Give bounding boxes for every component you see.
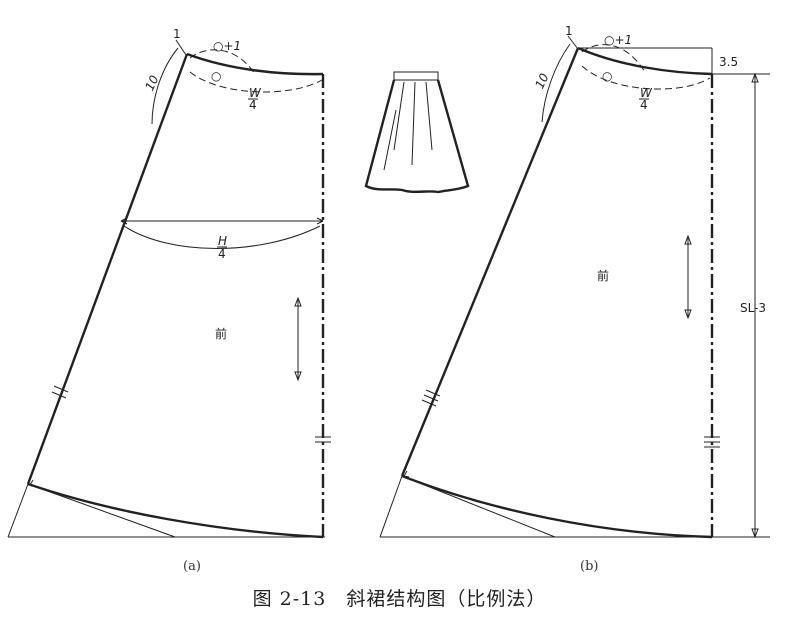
hem-slope-label: 1 [565, 24, 573, 38]
hip-measure-arc [123, 225, 321, 249]
panel-b: 1 10 ○+1 ○ W 4 3.5 SL-3 前 (b) [379, 24, 770, 574]
waist-fraction-num: W [640, 86, 653, 100]
waist-circle-small: ○ [602, 69, 612, 83]
guide-line [379, 475, 403, 538]
hem-curve [401, 474, 713, 539]
waist-fraction-num: W [249, 86, 262, 100]
side-length-arc [541, 43, 571, 123]
side-length-label: 10 [142, 73, 161, 93]
length-label: SL-3 [740, 301, 766, 315]
hem-curve [27, 482, 324, 539]
hip-fraction-den: 4 [218, 247, 226, 261]
waist-curve [186, 52, 324, 76]
waist-ease-arc [581, 44, 646, 73]
guide-line [7, 483, 29, 538]
length-arrows [751, 72, 759, 539]
front-label: 前 [597, 268, 609, 283]
waist-fraction-den: 4 [249, 98, 257, 112]
side-notch [51, 385, 69, 399]
rise-mark [567, 35, 579, 50]
skirt-sketch [364, 71, 470, 194]
hip-fraction-num: H [218, 234, 227, 248]
waist-fraction-den: 4 [640, 98, 648, 112]
side-seam [400, 47, 580, 477]
waist-measure-arc [581, 65, 711, 90]
front-label: 前 [215, 326, 227, 341]
hip-arrows [120, 217, 324, 225]
grain-arrows [294, 296, 302, 382]
waist-circle-label: ○+1 [213, 39, 241, 53]
figure-caption: 图 2-13 斜裙结构图（比例法） [252, 588, 547, 610]
panel-a: 1 10 ○+1 ○ W 4 H 4 前 (a) [7, 27, 331, 574]
grain-arrows [684, 234, 692, 320]
side-length-arc [151, 47, 179, 125]
side-length-label: 10 [532, 71, 551, 91]
skirt-outline [364, 79, 470, 194]
cf-notch [315, 436, 331, 443]
rise-label: 3.5 [719, 55, 738, 69]
skirt-folds [383, 81, 433, 171]
hem-slope-label: 1 [173, 27, 181, 41]
right-angle-mark [403, 470, 410, 478]
side-notch [421, 389, 441, 407]
waist-ease-arc [189, 49, 256, 75]
rise-mark [175, 39, 187, 56]
skirt-waistband [393, 71, 439, 81]
right-angle-mark [29, 479, 36, 487]
panel-b-sublabel: (b) [580, 559, 598, 574]
waist-circle-small: ○ [211, 69, 221, 83]
panel-a-sublabel: (a) [183, 559, 201, 574]
waist-circle-label: ○+1 [604, 33, 632, 47]
side-seam [26, 53, 189, 485]
waist-measure-arc [189, 71, 323, 93]
cf-notch [704, 436, 720, 448]
waist-curve [577, 46, 713, 76]
